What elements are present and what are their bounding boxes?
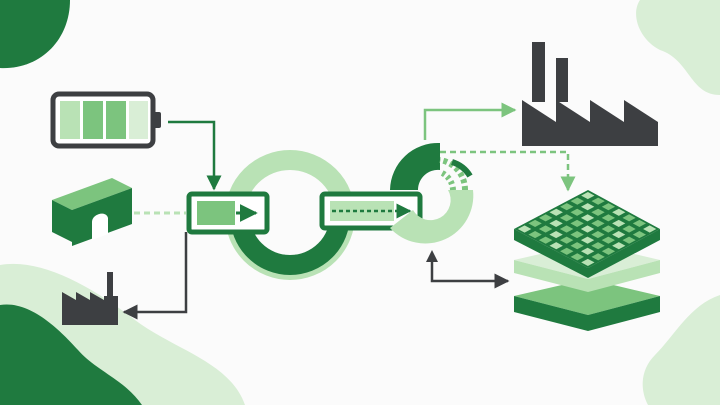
stack-tile [601,203,616,211]
stack-tile [559,225,574,233]
stack-tile [591,197,605,205]
donut-gauge-icon [390,142,474,244]
stack-top-tiles [517,192,657,266]
stack-tile [580,225,595,233]
stack-tile [549,208,563,216]
connector-donut-to-factory [423,102,517,140]
stack-tile [622,214,636,222]
factory-icon-large [522,42,658,146]
stack-tile [570,242,584,250]
corner-blob-top-right [636,0,720,95]
stack-tile [517,225,532,233]
stack-tile [538,214,553,222]
stack-tile [549,231,563,239]
stack-tile [601,225,615,233]
transfer-panel-icon[interactable] [319,191,423,231]
corner-blob-bottom-right [642,295,720,405]
stack-tile [612,208,626,216]
stack-tile [643,225,657,233]
stack-tile [570,208,584,216]
stack-tile [591,253,605,261]
connector-battery-to-panel [168,120,222,191]
stack-tile [622,236,636,244]
stack-tile [632,219,646,227]
connector-panel-to-factory [122,232,188,320]
stack-tile [549,219,563,227]
stack-tile [581,192,595,200]
stack-tile [591,231,605,239]
stack-tile [538,236,553,244]
stack-tile [601,247,616,255]
charge-panel-icon[interactable] [186,191,270,235]
stack-tile [559,214,574,222]
stack-tile [570,231,584,239]
corner-blob-top-left [0,0,70,69]
factory-icon-small [62,272,118,325]
corner-blob-bottom-left-dark [0,304,142,405]
warehouse-icon [52,178,132,246]
connector-stack-donut [426,250,510,289]
stack-tile [528,219,542,227]
stack-tile [580,236,595,244]
stack-tile [570,253,584,261]
stack-tile [549,242,563,250]
stack-tile [560,203,574,211]
stack-tile [581,247,595,255]
connector-donut-to-stack [440,150,576,192]
layered-stack-icon [514,190,660,331]
stack-tile [591,208,605,216]
stack-tile [591,219,605,227]
stack-tile [580,214,595,222]
stack-tile [538,225,553,233]
stack-tile [612,231,626,239]
battery-icon [50,91,161,149]
stack-tile [601,236,615,244]
stack-tile [612,219,626,227]
stack-tile [570,219,584,227]
stack-tile [581,203,595,211]
stack-tile [570,197,584,205]
stack-tile [581,258,595,266]
stack-tile [612,242,626,250]
stack-tile [528,231,542,239]
stack-tile [601,214,615,222]
stack-tile [560,247,574,255]
stack-tile [622,225,636,233]
stack-tile [632,231,646,239]
stack-tile [591,242,605,250]
stack-tile [559,236,574,244]
